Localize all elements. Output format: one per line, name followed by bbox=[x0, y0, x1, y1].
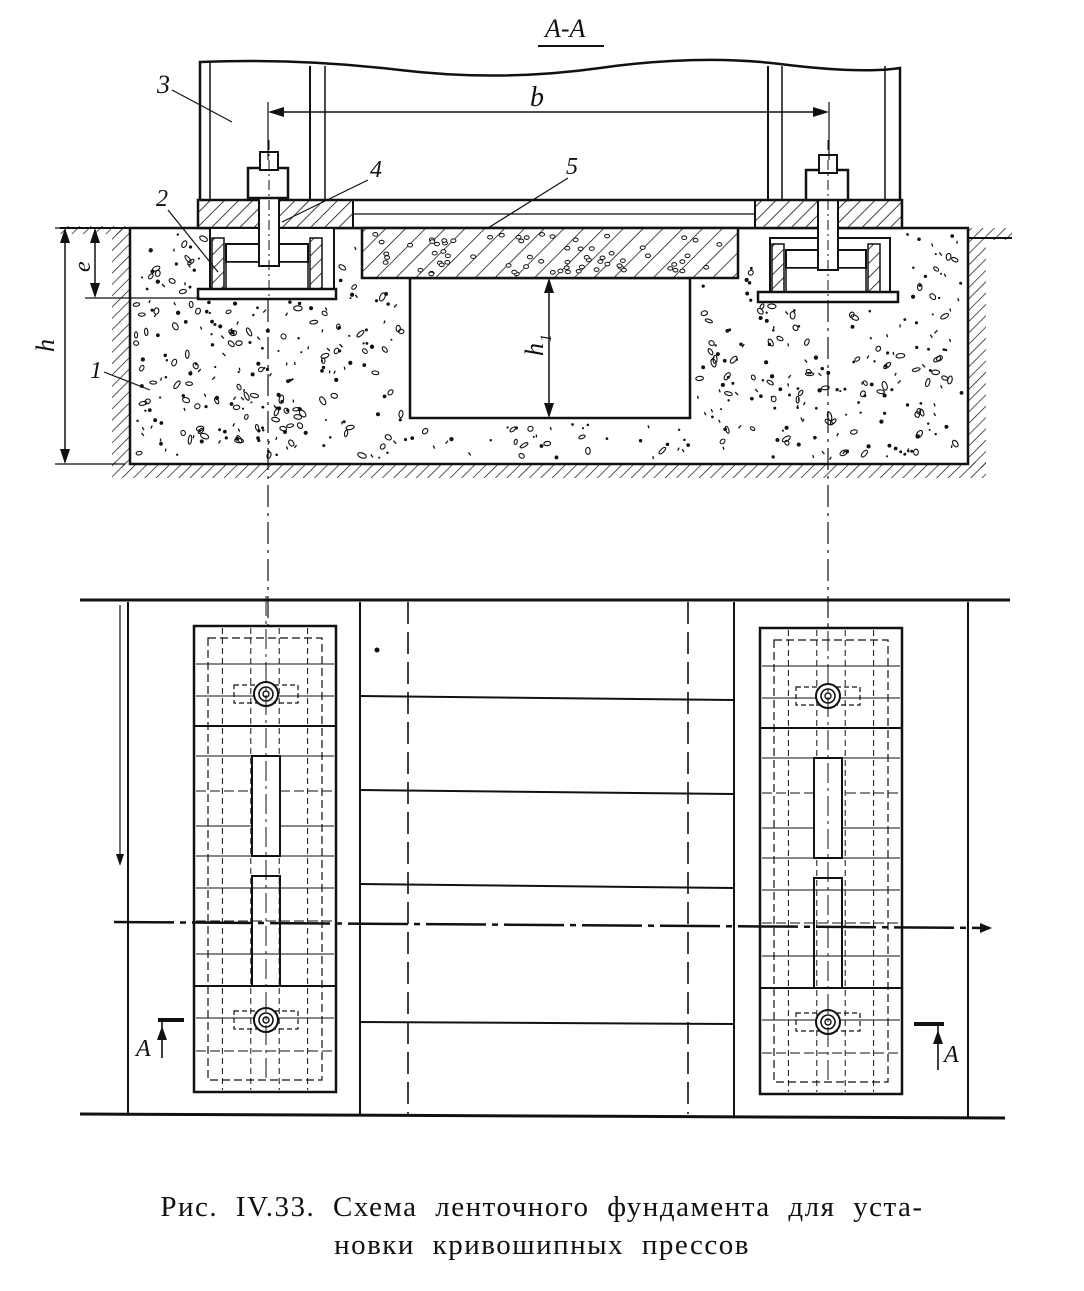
section-cut-line bbox=[113, 920, 991, 930]
plan-plinth-left bbox=[192, 596, 338, 1094]
dim-e-label: e bbox=[70, 261, 96, 272]
section-view: А-А bbox=[31, 14, 1012, 628]
callout-3: 3 bbox=[156, 70, 170, 99]
callout-2: 2 bbox=[156, 186, 168, 212]
press-frame bbox=[198, 58, 902, 200]
callout-1: 1 bbox=[90, 358, 102, 384]
ground-hatching bbox=[60, 226, 1012, 478]
left-anchor-assembly bbox=[196, 140, 338, 301]
caption-line-2: новки кривошипных прессов bbox=[334, 1229, 750, 1261]
dim-b-label: b bbox=[530, 82, 544, 113]
section-label: А-А bbox=[543, 14, 586, 43]
concrete-aggregate bbox=[132, 233, 964, 461]
callout-4: 4 bbox=[370, 157, 382, 183]
dim-h1-subscript: 1 bbox=[538, 334, 555, 342]
right-anchor-assembly bbox=[756, 140, 900, 304]
dim-h1-label: h bbox=[520, 343, 549, 356]
section-marker-left-label: А bbox=[134, 1036, 151, 1062]
grout-slab-aggregate bbox=[372, 232, 723, 277]
figure-caption: Рис. IV.33. Схема ленточного фундамента … bbox=[30, 1188, 1054, 1264]
section-marker-right: А bbox=[914, 1022, 959, 1070]
press-base-plate bbox=[196, 198, 904, 230]
section-marker-left: А bbox=[134, 1018, 184, 1062]
foundation-drawing: А-А bbox=[31, 14, 1012, 1120]
dim-h-label: h bbox=[31, 339, 60, 352]
callout-5: 5 bbox=[566, 154, 578, 180]
dimension-h1: h 1 bbox=[520, 278, 555, 418]
caption-line-1: Рис. IV.33. Схема ленточного фундамента … bbox=[160, 1191, 924, 1223]
part-callouts: 1 2 3 4 5 bbox=[90, 70, 578, 391]
plan-view: А А bbox=[79, 596, 1010, 1120]
plan-plinth-right bbox=[758, 598, 904, 1096]
inner-pit bbox=[408, 276, 692, 420]
dimension-e-h: e h bbox=[31, 227, 200, 465]
dimension-b: b bbox=[267, 82, 830, 160]
section-marker-right-label: А bbox=[942, 1042, 959, 1068]
